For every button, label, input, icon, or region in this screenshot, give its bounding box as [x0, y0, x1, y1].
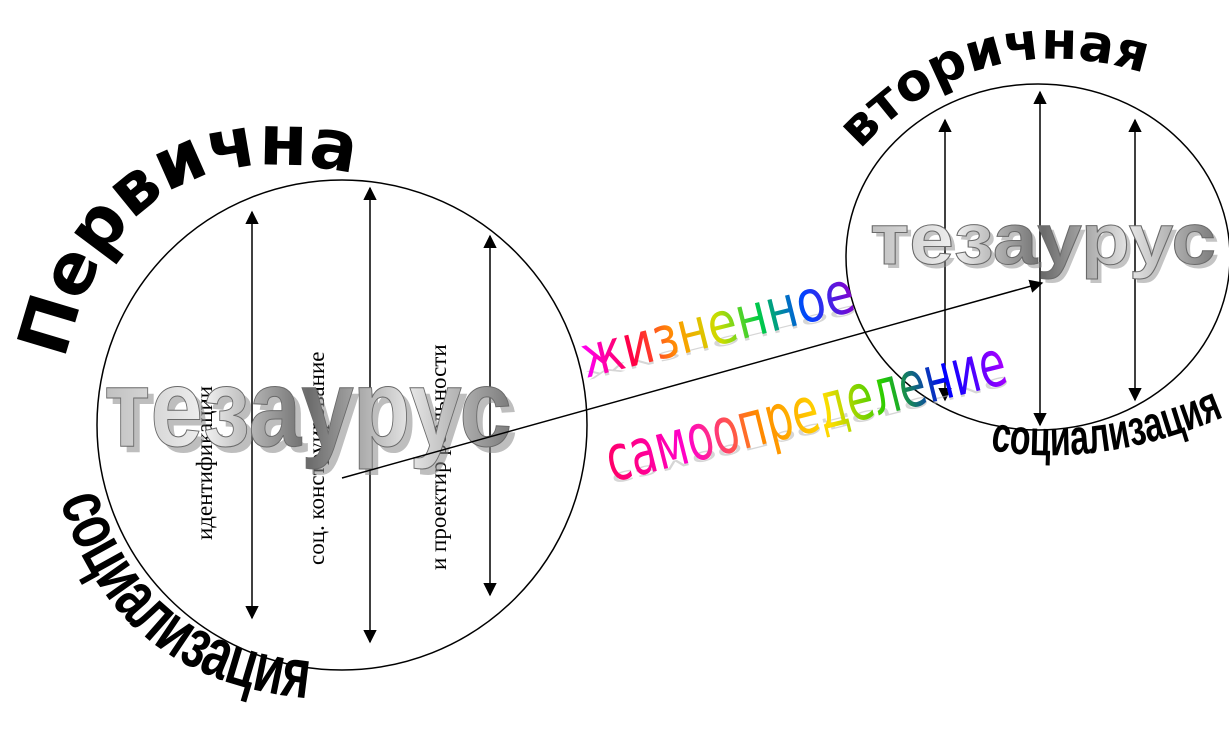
primary-thesaurus: тезаурус: [104, 347, 512, 470]
secondary-arc-title: вторичная: [827, 11, 1156, 159]
secondary-thesaurus: тезаурус: [870, 200, 1216, 280]
connecting-arrow: [341, 279, 1044, 479]
primary-arc-title: Первичная: [0, 0, 364, 365]
primary-arc-bottom: социализация: [46, 480, 316, 713]
label-identification: идентификации: [192, 386, 217, 540]
secondary-arc-bottom: социализация: [988, 375, 1228, 466]
primary-circle: [96, 179, 588, 671]
secondary-thesaurus-shadow: тезаурус: [874, 204, 1220, 284]
label-social-construction: соц. конструирование: [304, 352, 329, 565]
secondary-arc-bottom-path: социализация: [988, 375, 1228, 466]
label-reality-design: и проектир реальности: [426, 344, 451, 570]
primary-arc-title-path: Первичная: [0, 0, 364, 365]
secondary-arc-title-path: вторичная: [827, 11, 1156, 159]
secondary-circle: [845, 83, 1229, 431]
primary-thesaurus-shadow: тезаурус: [110, 353, 518, 476]
primary-arc-bottom-path: социализация: [46, 480, 316, 713]
